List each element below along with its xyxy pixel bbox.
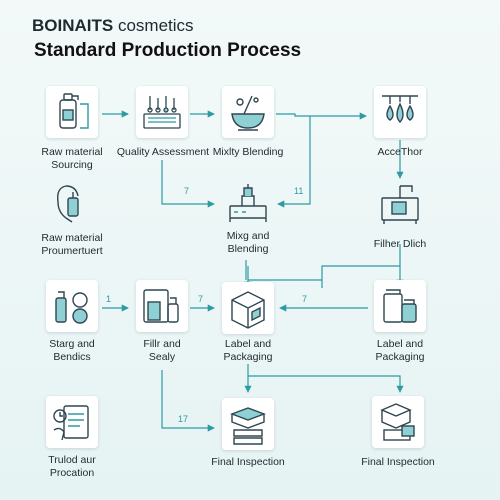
- droplets-icon: [382, 95, 418, 123]
- trulod-procation-label: Trulod aur Procation: [34, 454, 110, 480]
- filter-machine-icon: [381, 185, 419, 224]
- label-packaging-label-1: Label and Packaging: [208, 338, 288, 364]
- quality-assessment-label: Quality Assessment: [116, 146, 210, 158]
- mixing-bowl-icon: [231, 95, 265, 131]
- label-packaging-1-line1: Label and: [224, 338, 272, 350]
- raw-material-sourcing-line2: Sourcing: [51, 159, 93, 171]
- raw-material-sourcing-line1: Raw material: [41, 146, 103, 158]
- open-boxes-icon: [380, 403, 415, 441]
- fillr-sealy-label: Fillr and Sealy: [128, 338, 196, 364]
- raw-material-sourcing-label: Raw material Sourcing: [34, 146, 110, 172]
- starg-bendics-line2: Bendics: [53, 351, 91, 363]
- mixlty-blending-label: Mixlty Blending: [212, 146, 284, 158]
- mixg-blending-label: Mixg and Blending: [210, 230, 286, 256]
- raw-material-proumertuert-label: Raw material Proumertuert: [30, 232, 114, 258]
- mixg-blending-node[interactable]: [222, 176, 274, 228]
- arrow-assessment-to-mixg: [161, 160, 215, 208]
- filling-icon: [143, 289, 179, 323]
- connector-mark: 11: [294, 186, 304, 196]
- quality-assessment-node[interactable]: [136, 86, 188, 138]
- arrow-fillr-to-inspection: [161, 370, 215, 432]
- fillr-sealy-line1: Fillr and: [143, 338, 181, 350]
- filher-dlich-node[interactable]: [374, 178, 426, 230]
- connector-mark: 17: [178, 414, 189, 424]
- stacked-boxes-icon: [230, 407, 266, 445]
- final-inspection-node-2[interactable]: [372, 396, 424, 448]
- connector-mark: 1: [106, 294, 112, 304]
- brand-suffix: cosmetics: [117, 16, 194, 35]
- raw-material-proumertuert-line1: Raw material: [41, 232, 103, 244]
- machine-icon: [229, 184, 267, 222]
- face-serum-icon: [56, 185, 79, 223]
- label-packaging-2-line2: Packaging: [375, 351, 425, 363]
- arrow-row3-to-right: [248, 375, 404, 393]
- label-packaging-1-line2: Packaging: [223, 351, 273, 363]
- bottles-icon: [55, 291, 88, 324]
- diagram-title: Standard Production Process: [34, 40, 302, 61]
- final-inspection-node-1[interactable]: [222, 398, 274, 450]
- line-filher-down: [321, 244, 401, 280]
- final-inspection-label-1: Final Inspection: [211, 456, 285, 468]
- label-packaging-label-2: Label and Packaging: [360, 338, 440, 364]
- raw-material-proumertuert-line2: Proumertuert: [41, 245, 103, 257]
- arrow-blending-to-accethor: [276, 112, 367, 120]
- arrow-accethor-to-mixg: [277, 116, 311, 208]
- mixlty-blending-node[interactable]: [222, 86, 274, 138]
- raw-material-proumertuert-node[interactable]: [46, 178, 98, 230]
- fillr-sealy-line2: Sealy: [148, 351, 176, 363]
- jars-icon: [383, 289, 417, 323]
- filher-dlich-label: Filher Dlich: [373, 238, 427, 250]
- box-icon: [231, 291, 265, 329]
- accethor-node[interactable]: [374, 86, 426, 138]
- trulod-procation-line1: Trulod aur: [48, 454, 96, 466]
- label-packaging-2-line1: Label and: [376, 338, 424, 350]
- connector-mark: 7: [302, 294, 308, 304]
- starg-bendics-label: Starg and Bendics: [34, 338, 110, 364]
- brand-name-strong: BOINAITS: [32, 16, 114, 35]
- trulod-procation-line2: Procation: [49, 467, 95, 479]
- label-packaging-node-2[interactable]: [374, 280, 426, 332]
- fillr-sealy-node[interactable]: [136, 280, 188, 332]
- connector-mark: 7: [184, 186, 190, 196]
- starg-bendics-node[interactable]: [46, 280, 98, 332]
- connector-mark: 7: [198, 294, 204, 304]
- raw-material-sourcing-node[interactable]: [46, 86, 98, 138]
- accethor-label: AcceThor: [377, 146, 423, 158]
- final-inspection-label-2: Final Inspection: [361, 456, 435, 468]
- trulod-procation-node[interactable]: [46, 396, 98, 448]
- mixg-blending-line1: Mixg and: [226, 230, 270, 242]
- mixg-blending-line2: Blending: [227, 243, 269, 255]
- checklist-icon: [53, 405, 89, 441]
- brand-name: BOINAITS cosmetics: [32, 16, 194, 36]
- lab-icon: [143, 96, 181, 129]
- bottle-icon: [59, 93, 89, 129]
- label-packaging-node-1[interactable]: [222, 282, 274, 334]
- starg-bendics-line1: Starg and: [49, 338, 95, 350]
